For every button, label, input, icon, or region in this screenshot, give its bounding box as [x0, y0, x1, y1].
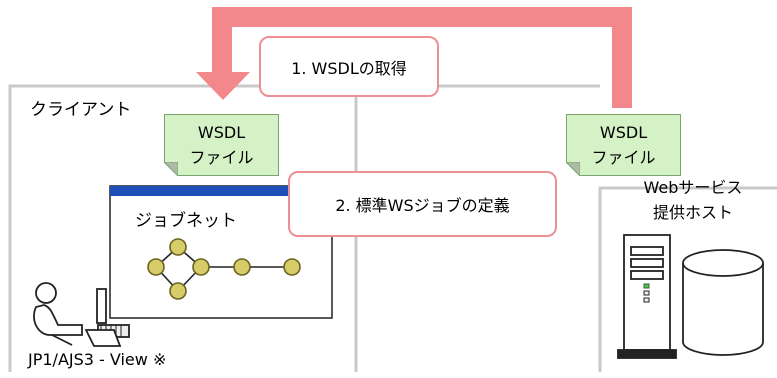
file-fold-icon	[566, 162, 580, 176]
wsdl-fetch-arrowhead	[196, 72, 250, 100]
database-icon	[682, 249, 764, 356]
jobnet-window-titlebar	[110, 186, 332, 196]
job-node	[147, 258, 165, 276]
wsdl-file-remote: WSDL ファイル	[566, 114, 681, 176]
user-at-pc-icon	[33, 282, 130, 347]
step2-callout: 2. 標準WSジョブの定義	[288, 171, 557, 237]
step1-label: 1. WSDLの取得	[291, 58, 407, 78]
job-node	[169, 282, 187, 300]
job-node	[169, 238, 187, 256]
wsdl-file-line1: WSDL	[197, 123, 246, 142]
step1-callout: 1. WSDLの取得	[259, 36, 439, 97]
wsdl-file-line1: WSDL	[599, 123, 648, 142]
job-node	[283, 258, 301, 276]
web-service-host-title: Webサービス 提供ホスト	[643, 178, 743, 222]
jobnet-title: ジョブネット	[135, 211, 237, 231]
step2-label: 2. 標準WSジョブの定義	[335, 196, 510, 215]
host-panel	[598, 186, 777, 372]
job-node	[233, 258, 251, 276]
file-fold-icon	[164, 162, 178, 176]
wsdl-file-line2: ファイル	[189, 148, 254, 167]
server-tower-icon	[617, 234, 677, 359]
wsdl-fetch-arrow	[212, 7, 632, 108]
jobnet-nodes	[147, 238, 301, 300]
view-software-label: JP1/AJS3 - View ※	[28, 350, 167, 369]
wsdl-file-local: WSDL ファイル	[164, 114, 279, 176]
job-node	[192, 258, 210, 276]
client-title: クライアント	[30, 100, 132, 120]
wsdl-file-line2: ファイル	[591, 148, 656, 167]
